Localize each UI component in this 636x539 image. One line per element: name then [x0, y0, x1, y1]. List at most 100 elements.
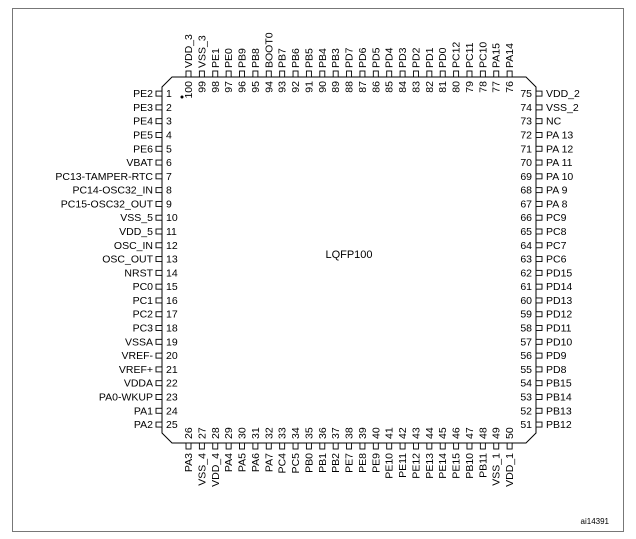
pin-number-56: 56 — [520, 350, 532, 362]
pin-number-59: 59 — [520, 309, 532, 321]
pin-name-57: PD10 — [546, 336, 572, 348]
pin-pad-97 — [225, 70, 232, 78]
pin-pad-46 — [453, 442, 460, 450]
pin-number-34: 34 — [290, 427, 302, 439]
pin-name-31: PA6 — [250, 453, 262, 472]
pin-number-67: 67 — [520, 198, 532, 210]
pin-pad-95 — [252, 70, 259, 78]
pin-pad-99 — [198, 70, 205, 78]
pin-pad-51 — [535, 421, 543, 428]
pin-number-4: 4 — [166, 129, 172, 141]
pin-number-16: 16 — [166, 295, 178, 307]
pin-name-69: PA 10 — [546, 171, 573, 183]
pin-pad-27 — [198, 442, 205, 450]
pin-pad-5 — [155, 145, 163, 152]
pin-pad-41 — [386, 442, 393, 450]
pin-pad-34 — [292, 442, 299, 450]
pin-name-50: VDD_1 — [504, 453, 516, 487]
pin-name-8: PC14-OSC32_IN — [72, 185, 153, 197]
pin-number-54: 54 — [520, 378, 532, 390]
pin-pad-42 — [399, 442, 406, 450]
pin-number-7: 7 — [166, 171, 172, 183]
pin-name-49: VSS_1 — [491, 453, 503, 486]
pin-number-61: 61 — [520, 281, 532, 293]
pin-number-49: 49 — [491, 427, 503, 439]
pin-name-58: PD11 — [546, 323, 572, 335]
pin-name-90: PB4 — [317, 48, 329, 68]
pin-name-70: PA 11 — [546, 157, 573, 169]
pin-number-8: 8 — [166, 185, 172, 197]
pin-number-93: 93 — [277, 81, 289, 93]
pin-number-29: 29 — [223, 427, 235, 439]
pin-number-78: 78 — [477, 81, 489, 93]
pin-name-33: PC4 — [277, 453, 289, 474]
pin-pad-15 — [155, 283, 163, 290]
pin-name-35: PB0 — [303, 453, 315, 473]
pin-name-74: VSS_2 — [546, 102, 579, 114]
pin-number-79: 79 — [464, 81, 476, 93]
pin-name-63: PC6 — [546, 254, 567, 266]
pin-number-81: 81 — [437, 81, 449, 93]
pin-name-18: PC3 — [133, 323, 154, 335]
pin-name-60: PD13 — [546, 295, 572, 307]
pin-pad-49 — [493, 442, 500, 450]
pin-number-99: 99 — [196, 81, 208, 93]
pin-number-55: 55 — [520, 364, 532, 376]
pin-number-87: 87 — [357, 81, 369, 93]
pin-name-2: PE3 — [133, 102, 153, 114]
pin-pad-47 — [466, 442, 473, 450]
pin-pad-20 — [155, 352, 163, 359]
pin-number-9: 9 — [166, 198, 172, 210]
pin-name-20: VREF- — [122, 350, 154, 362]
pin-pad-45 — [439, 442, 446, 450]
pin-pad-21 — [155, 366, 163, 373]
pin-number-18: 18 — [166, 323, 178, 335]
pin-pad-17 — [155, 311, 163, 318]
package-label: LQFP100 — [325, 249, 372, 261]
pin-pad-77 — [493, 70, 500, 78]
pin-number-39: 39 — [357, 427, 369, 439]
pin-number-38: 38 — [344, 427, 356, 439]
pin-name-83: PD2 — [410, 47, 422, 68]
pin-number-47: 47 — [464, 427, 476, 439]
pin-name-92: PB6 — [290, 48, 302, 68]
pin-number-72: 72 — [520, 129, 532, 141]
pin-number-44: 44 — [424, 427, 436, 439]
pin-pad-85 — [386, 70, 393, 78]
pin-pad-60 — [535, 297, 543, 304]
pin-number-22: 22 — [166, 378, 178, 390]
pin-number-11: 11 — [166, 226, 177, 238]
pin-name-91: PB5 — [303, 48, 315, 68]
pin-pad-25 — [155, 421, 163, 428]
pin-number-71: 71 — [520, 143, 532, 155]
pin-pad-81 — [439, 70, 446, 78]
pin-pad-94 — [265, 70, 272, 78]
pin-pad-96 — [239, 70, 245, 78]
pin-number-41: 41 — [384, 427, 396, 439]
pin-pad-100 — [185, 70, 192, 78]
pin-number-51: 51 — [520, 419, 532, 431]
pin-pad-3 — [155, 118, 163, 125]
pin-number-19: 19 — [166, 336, 178, 348]
pin-pad-50 — [506, 442, 513, 450]
pin-number-69: 69 — [520, 171, 532, 183]
pin-pad-75 — [535, 90, 543, 97]
pins-bottom: PA326VSS_427VDD_428PA429PA530PA631PA732P… — [183, 427, 516, 487]
pin-name-14: NRST — [124, 267, 153, 279]
pin-pad-48 — [479, 442, 486, 450]
pin-name-30: PA5 — [237, 453, 249, 472]
pin-name-45: PE14 — [437, 453, 449, 479]
pin-number-2: 2 — [166, 102, 172, 114]
pin-pad-58 — [535, 325, 543, 331]
pin-name-98: PE1 — [210, 48, 222, 68]
pin-name-12: OSC_IN — [114, 240, 153, 252]
pin-pad-87 — [359, 70, 366, 78]
pin-number-60: 60 — [520, 295, 532, 307]
pin-pad-33 — [279, 442, 286, 450]
pin-name-96: PB9 — [237, 48, 249, 68]
pin-name-56: PD9 — [546, 350, 567, 362]
pin-number-94: 94 — [263, 81, 275, 93]
pin-pad-84 — [399, 70, 406, 78]
pin-number-57: 57 — [520, 336, 532, 348]
pin-name-62: PD15 — [546, 267, 572, 279]
